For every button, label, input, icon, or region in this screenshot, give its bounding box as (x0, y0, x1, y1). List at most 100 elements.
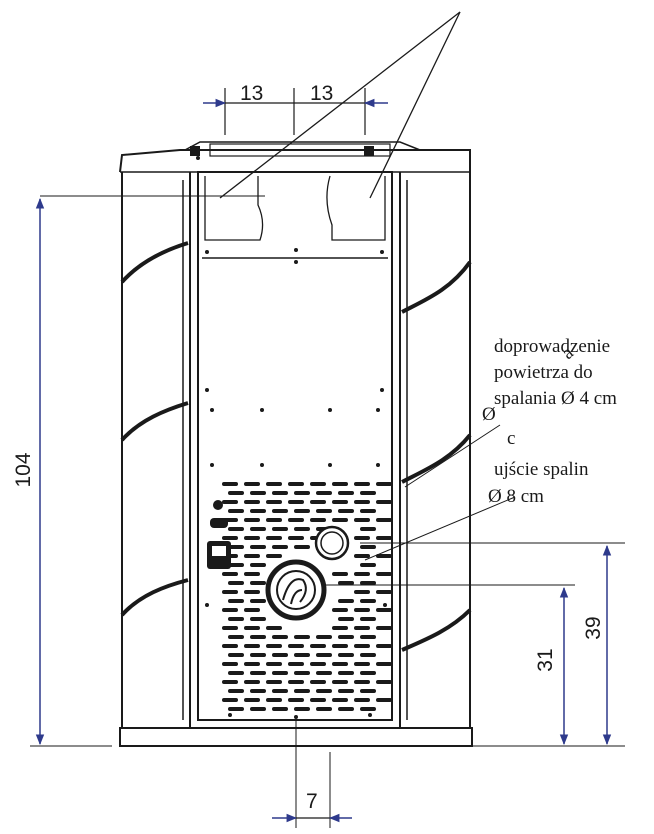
grille-slot (376, 644, 392, 648)
grille-slot (338, 491, 354, 495)
dimension-lines (30, 11, 625, 828)
grille-slot (288, 536, 304, 540)
grille-slot (354, 536, 370, 540)
grille-slot (222, 644, 238, 648)
grille-slot (250, 653, 266, 657)
grille-slot (310, 500, 326, 504)
grille-slot (228, 635, 244, 639)
grille-slot (354, 626, 370, 630)
grille-slot (332, 500, 348, 504)
grille-slot (360, 581, 376, 585)
dim-air-inlet-height: 31 (534, 648, 557, 671)
phi-symbol: Ø (482, 404, 496, 425)
grille-slot (360, 491, 376, 495)
dim-bottom-offset: 7 (306, 790, 318, 813)
dim-total-height: 104 (12, 452, 35, 487)
grille-slot (332, 644, 348, 648)
grille-slot (360, 689, 376, 693)
grille-slot (376, 500, 392, 504)
grille-slot (244, 518, 260, 522)
grille-slot (272, 545, 288, 549)
grille-slot (244, 644, 260, 648)
grille-slot (266, 626, 282, 630)
grille-slot (266, 518, 282, 522)
grille-slot (310, 698, 326, 702)
grille-slot (244, 698, 260, 702)
grille-slot (244, 662, 260, 666)
grille-slot (272, 491, 288, 495)
grille-slot (294, 707, 310, 711)
grille-slot (266, 680, 282, 684)
grille-slot (310, 662, 326, 666)
grille-slot (288, 662, 304, 666)
grille-slot (294, 653, 310, 657)
air-inlet-label-line3: spalania Ø 4 cm (494, 388, 617, 409)
grille-slot (294, 491, 310, 495)
grille-slot (244, 482, 260, 486)
grille-slot (250, 689, 266, 693)
grille-slot (228, 581, 244, 585)
grille-slot (222, 608, 238, 612)
grille-slot (266, 698, 282, 702)
grille-slot (266, 554, 282, 558)
grille-slot (310, 644, 326, 648)
grille-slot (294, 509, 310, 513)
grille-slot (316, 635, 332, 639)
grille-slot (228, 653, 244, 657)
grille-slot (272, 671, 288, 675)
grille-slot (288, 644, 304, 648)
grille-slot (332, 680, 348, 684)
grille-slot (360, 671, 376, 675)
grille-slot (338, 509, 354, 513)
grille-slot (338, 689, 354, 693)
grille-slot (250, 563, 266, 567)
exhaust-label-line2: Ø 8 cm (488, 486, 544, 507)
grille-slot (338, 617, 354, 621)
grille-slot (272, 527, 288, 531)
grille-slot (250, 527, 266, 531)
annotation-labels: doprowadzenie powietrza do spalania Ø 4 … (482, 336, 617, 507)
air-inlet-label-line2: powietrza do (494, 362, 593, 383)
grille-slot (228, 671, 244, 675)
grille-slot (266, 500, 282, 504)
grille-slot (310, 518, 326, 522)
grille-slot (354, 680, 370, 684)
grille-slot (376, 482, 392, 486)
grille-slot (338, 707, 354, 711)
dim-top-right: 13 (310, 82, 333, 105)
grille-slot (266, 536, 282, 540)
grille-slot (222, 662, 238, 666)
dimension-labels: 13 13 104 39 31 7 (12, 82, 605, 813)
grille-slot (272, 653, 288, 657)
grille-slot (228, 527, 244, 531)
grille-slot (360, 635, 376, 639)
grille-slot (228, 689, 244, 693)
grille-slot (354, 590, 370, 594)
grille-slot (250, 707, 266, 711)
exhaust-outlet-pipe (265, 559, 327, 621)
grille-slot (266, 644, 282, 648)
grille-slot (222, 698, 238, 702)
grille-slot (228, 563, 244, 567)
grille-slot (250, 509, 266, 513)
grille-slot (250, 617, 266, 621)
grille-slot (360, 545, 376, 549)
grille-slot (272, 635, 288, 639)
grille-slot (250, 599, 266, 603)
grille-slot (332, 698, 348, 702)
grille-slot (294, 689, 310, 693)
grille-slot (354, 572, 370, 576)
grille-slot (338, 635, 354, 639)
grille-slot (222, 536, 238, 540)
grille-slot (332, 518, 348, 522)
grille-slot (222, 500, 238, 504)
grille-slot (360, 617, 376, 621)
grille-slot (222, 626, 238, 630)
grille-slot (310, 680, 326, 684)
grille-slot (250, 545, 266, 549)
air-inlet-pipe (314, 525, 350, 561)
grille-slot (376, 554, 392, 558)
grille-slot (222, 590, 238, 594)
grille-slot (332, 608, 348, 612)
